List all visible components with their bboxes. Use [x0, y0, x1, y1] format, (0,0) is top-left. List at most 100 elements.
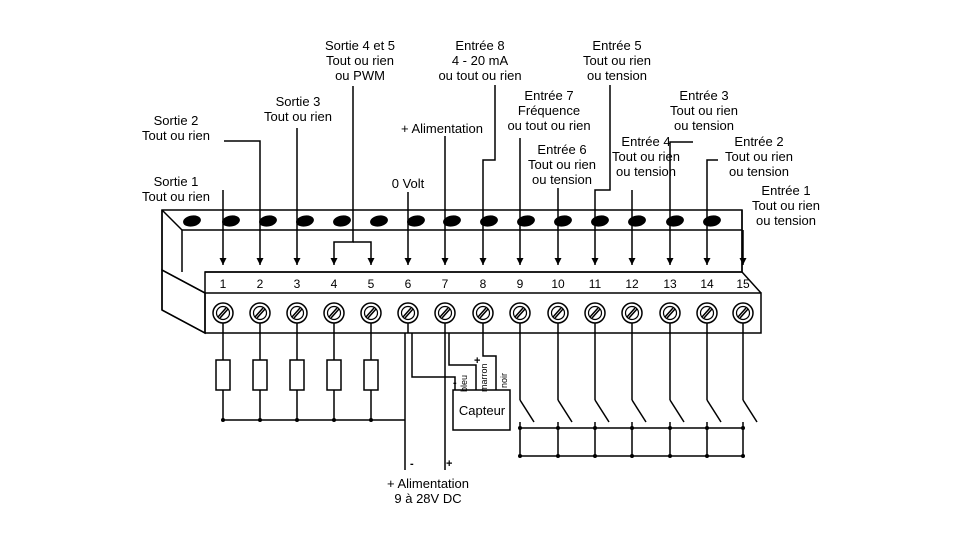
terminal-hole [554, 215, 572, 227]
terminal-screw-9 [509, 302, 531, 324]
terminal-screw-4 [323, 302, 345, 324]
sensor-signal-wire [482, 323, 497, 390]
terminal-screw-12 [621, 302, 643, 324]
arrow-terminal-12 [628, 190, 636, 265]
label-0-volt: 0 Volt [391, 176, 425, 191]
wire-label-bleu: bleu [459, 374, 469, 392]
arrow-terminal-3 [293, 128, 301, 265]
terminal-number-9: 9 [516, 277, 524, 291]
resistor-output-3 [289, 323, 305, 422]
terminal-screw-8 [472, 302, 494, 324]
arrow-terminal-10 [554, 188, 562, 265]
terminal-number-13: 13 [663, 277, 677, 291]
terminal-hole [443, 215, 461, 227]
terminal-number-14: 14 [700, 277, 714, 291]
capteur-box [452, 389, 511, 431]
terminal-hole [407, 215, 425, 227]
arrow-terminal-7 [441, 136, 449, 265]
terminal-number-1: 1 [219, 277, 227, 291]
arrow-terminal-4 [330, 86, 354, 265]
terminal-hole [259, 215, 277, 227]
terminal-number-4: 4 [330, 277, 338, 291]
terminal-hole [222, 215, 240, 227]
switch-input-14 [705, 323, 722, 458]
wire-label-marron: marron [479, 363, 489, 392]
terminal-screw-6 [397, 302, 419, 324]
resistor-output-4 [326, 323, 342, 422]
terminal-screw-5 [360, 302, 382, 324]
terminal-screw-10 [547, 302, 569, 324]
resistor-output-2 [252, 323, 268, 422]
terminal-number-15: 15 [736, 277, 750, 291]
arrow-terminal-8 [479, 85, 496, 265]
terminal-screw-13 [659, 302, 681, 324]
terminal-number-7: 7 [441, 277, 449, 291]
switch-input-9 [518, 323, 535, 458]
switch-input-13 [668, 323, 685, 458]
arrow-terminal-11 [591, 85, 611, 265]
label-alimentation-top: + Alimentation [400, 121, 484, 136]
terminal-number-11: 11 [588, 277, 602, 291]
arrow-terminal-9 [516, 138, 524, 265]
terminal-screw-15 [732, 302, 754, 324]
terminal-screw-14 [696, 302, 718, 324]
supply-plus-sign: + [446, 458, 453, 470]
terminal-hole [183, 215, 201, 227]
terminal-number-8: 8 [479, 277, 487, 291]
terminal-screw-2 [249, 302, 271, 324]
sensor-plus-wire [448, 333, 477, 390]
terminal-screw-11 [584, 302, 606, 324]
terminal-screw-3 [286, 302, 308, 324]
arrow-terminal-1 [219, 190, 227, 265]
terminal-hole [628, 215, 646, 227]
arrow-terminal-2 [224, 140, 264, 265]
terminal-hole [591, 215, 609, 227]
switch-input-11 [593, 323, 610, 458]
resistor-output-5 [363, 323, 379, 422]
terminal-screw-1 [212, 302, 234, 324]
arrow-terminal-6 [404, 192, 412, 265]
terminal-hole [666, 215, 684, 227]
supply-minus-sign: - [410, 458, 414, 470]
terminal-number-5: 5 [367, 277, 375, 291]
terminal-number-12: 12 [625, 277, 639, 291]
terminal-hole [333, 215, 351, 227]
wire-label-noir: noir [499, 372, 509, 388]
resistor-output-1 [215, 323, 231, 422]
switch-input-10 [556, 323, 573, 458]
terminal-hole [703, 215, 721, 227]
terminal-number-2: 2 [256, 277, 264, 291]
arrow-terminal-15 [739, 230, 747, 265]
terminal-hole [370, 215, 388, 227]
switch-input-15 [741, 323, 758, 458]
terminal-number-6: 6 [404, 277, 412, 291]
terminal-hole [296, 215, 314, 227]
wire-minus-sign: - [453, 377, 457, 389]
terminal-hole [480, 215, 498, 227]
arrow-terminal-14 [703, 159, 718, 265]
terminal-number-10: 10 [551, 277, 565, 291]
arrow-terminal-13 [666, 141, 693, 265]
terminal-block-side [161, 268, 206, 335]
arrow-terminal-5 [353, 241, 375, 265]
wire-plus-sign: + [474, 355, 481, 367]
sensor-minus-wire [411, 333, 456, 390]
terminal-number-3: 3 [293, 277, 301, 291]
terminal-hole [517, 215, 535, 227]
terminal-screw-7 [434, 302, 456, 324]
switch-input-12 [630, 323, 647, 458]
